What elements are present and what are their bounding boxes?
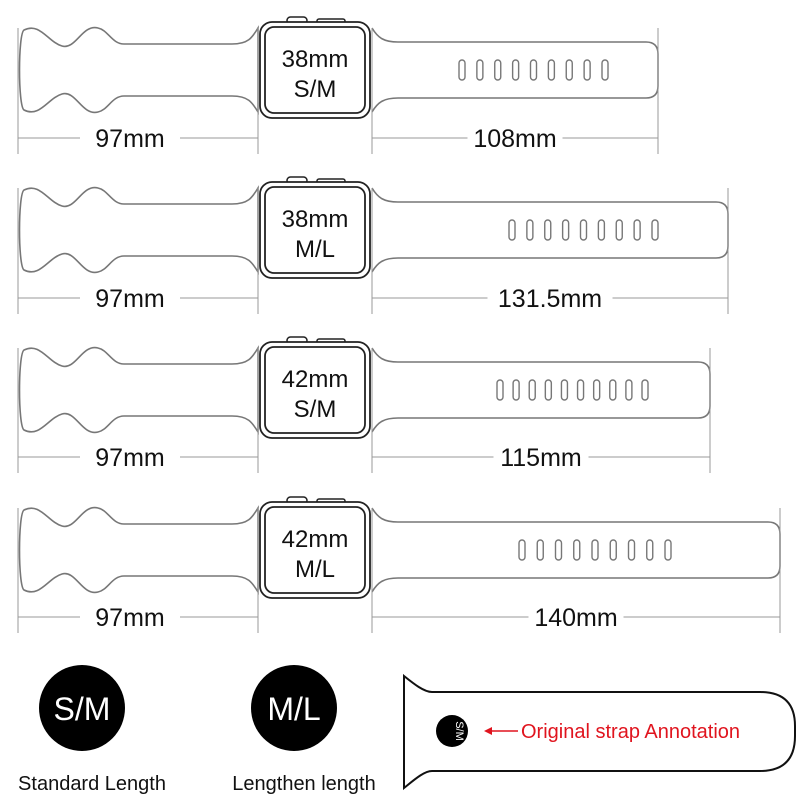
left-strap	[18, 25, 259, 115]
strap-hole	[573, 539, 581, 561]
strap-hole	[641, 379, 649, 401]
strap-hole	[554, 539, 563, 561]
strap-hole	[526, 219, 534, 241]
right-length-label: 108mm	[473, 125, 556, 153]
right-length-label: 140mm	[534, 604, 617, 632]
size-badge-label: S/M	[54, 691, 111, 727]
strap-hole	[476, 59, 484, 81]
watch-fit-label: M/L	[295, 236, 335, 263]
watch-screen	[264, 26, 366, 114]
strap-hole	[565, 59, 573, 81]
strap-hole	[518, 539, 526, 561]
strap-hole	[592, 379, 601, 401]
strap-hole	[511, 59, 520, 81]
strap-hole	[560, 379, 569, 401]
strap-hole	[601, 59, 609, 81]
watch-size-label: 38mm	[282, 206, 349, 233]
watch-fit-label: S/M	[294, 76, 337, 103]
left-strap	[18, 505, 259, 595]
legend-item: S/M Standard Length	[18, 665, 166, 795]
strap-hole	[579, 219, 588, 241]
strap-hole	[561, 219, 570, 241]
strap-hole	[458, 59, 466, 81]
strap-hole	[496, 379, 504, 401]
left-length-label: 97mm	[95, 444, 164, 472]
strap-badge	[436, 715, 468, 747]
watch-case	[259, 181, 371, 279]
strap-hole	[544, 219, 552, 241]
strap-hole	[609, 379, 617, 401]
watch-case	[259, 21, 371, 119]
left-length-label: 97mm	[95, 125, 164, 153]
strap-hole	[547, 59, 556, 81]
strap-hole	[664, 539, 672, 561]
watch-size-label: 42mm	[282, 366, 349, 393]
strap-hole	[627, 539, 636, 561]
watch-case	[259, 501, 371, 599]
strap-badge-label: S/M	[453, 721, 465, 741]
right-strap	[371, 347, 711, 433]
strap-hole	[591, 539, 599, 561]
arrow-left-icon	[484, 727, 492, 735]
right-strap	[371, 27, 659, 113]
right-length-label: 115mm	[500, 444, 582, 472]
size-badge	[39, 665, 125, 751]
strap-hole	[512, 379, 520, 401]
watch-fit-label: M/L	[295, 556, 335, 583]
annotation-text: Original strap Annotation	[521, 721, 740, 743]
right-strap	[371, 187, 729, 273]
strap-hole	[528, 379, 536, 401]
strap-hole	[576, 379, 585, 401]
left-strap	[18, 185, 259, 275]
left-strap	[18, 345, 259, 435]
size-badge	[251, 665, 337, 751]
watch-fit-label: S/M	[294, 396, 337, 423]
strap-hole	[651, 219, 659, 241]
strap-hole	[544, 379, 553, 401]
left-length-label: 97mm	[95, 604, 164, 632]
strap-hole	[494, 59, 502, 81]
legend-caption: Lengthen length	[232, 773, 375, 795]
watch-screen	[264, 186, 366, 274]
strap-hole	[536, 539, 544, 561]
strap-hole	[508, 219, 516, 241]
strap-hole	[609, 539, 617, 561]
right-length-label: 131.5mm	[498, 285, 602, 313]
strap-hole	[597, 219, 606, 241]
strap-hole	[583, 59, 591, 81]
strap-hole	[615, 219, 623, 241]
legend-caption: Standard Length	[18, 773, 166, 795]
size-badge-label: M/L	[267, 691, 320, 727]
strap-outline	[403, 673, 796, 791]
watch-size-label: 38mm	[282, 46, 349, 73]
watch-size-label: 42mm	[282, 526, 349, 553]
annotation-strap: S/M Original strap Annotation	[403, 673, 796, 791]
right-strap	[371, 507, 781, 593]
left-length-label: 97mm	[95, 285, 164, 313]
strap-hole	[646, 539, 654, 561]
strap-hole	[625, 379, 633, 401]
legend-item: M/L Lengthen length	[232, 665, 376, 795]
strap-hole	[529, 59, 538, 81]
watch-screen	[264, 506, 366, 594]
watch-case	[259, 341, 371, 439]
watch-screen	[264, 346, 366, 434]
strap-hole	[633, 219, 641, 241]
